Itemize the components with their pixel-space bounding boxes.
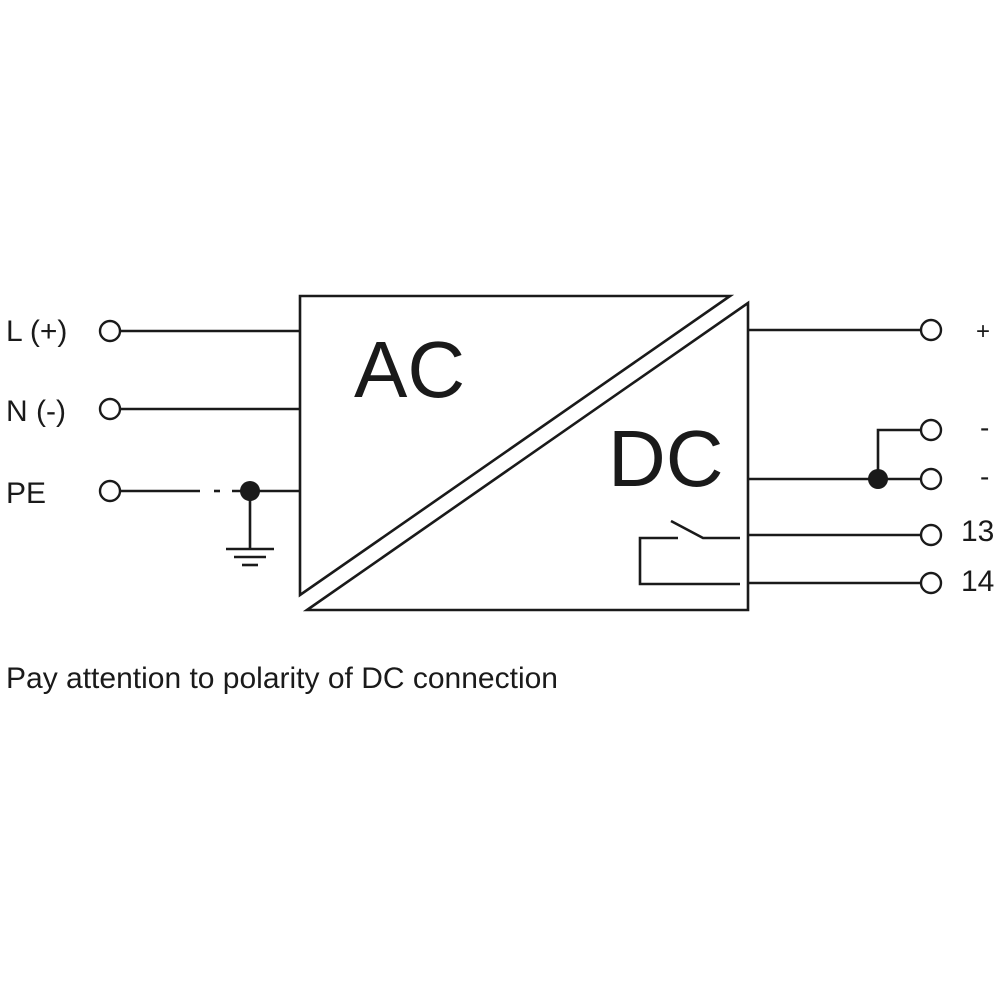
terminal-n [98, 397, 122, 421]
converter-block [298, 294, 750, 612]
wire-minus-bridge [876, 428, 920, 479]
input-label-pe: PE [6, 477, 46, 510]
dc-section [302, 300, 750, 612]
dc-label: DC [608, 414, 724, 503]
terminal-l [98, 319, 122, 343]
terminal-minus-2 [919, 467, 943, 491]
output-label-minus-2: - [980, 461, 989, 492]
output-label-13: 13 [961, 515, 994, 548]
minus-junction-dot [868, 469, 888, 489]
output-label-plus: + [976, 318, 990, 345]
ground-icon [226, 491, 274, 567]
ac-section [298, 294, 735, 598]
terminal-pe [98, 479, 122, 503]
terminal-13 [919, 523, 943, 547]
ac-label: AC [354, 325, 465, 414]
input-label-n: N (-) [6, 395, 66, 428]
relay-contact-icon [638, 519, 740, 586]
output-label-14: 14 [961, 565, 994, 598]
input-label-l: L (+) [6, 315, 67, 348]
terminal-14 [919, 571, 943, 595]
terminal-minus-1 [919, 418, 943, 442]
terminal-plus [919, 318, 943, 342]
output-label-minus-1: - [980, 412, 989, 443]
polarity-note: Pay attention to polarity of DC connecti… [6, 662, 558, 695]
